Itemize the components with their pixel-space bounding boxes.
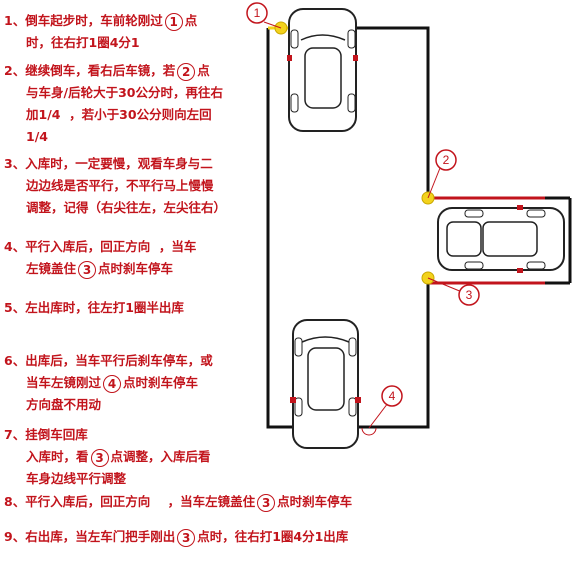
step-line: 加1/4 ，若小于30公分则向左回 xyxy=(4,104,223,126)
step-line: 5、左出库时，往左打1圈半出库 xyxy=(4,297,184,319)
step-text: 入库时，看 xyxy=(26,449,89,464)
step-line: 边边线是否平行，不平行马上慢慢 xyxy=(4,175,226,197)
marker-3-label: 3 xyxy=(466,288,473,302)
point-marker: 2 xyxy=(177,62,196,81)
step-text: 时，往右打1圈4分1 xyxy=(26,35,140,50)
step-text: 点时刹车停车 xyxy=(98,261,174,276)
step-text: 车身边线平行调整 xyxy=(26,471,127,486)
step-text: 入库时，一定要慢，观看车身与二 xyxy=(25,156,213,171)
step-line: 时，往右打1圈4分1 xyxy=(4,32,197,54)
step-text: 继续倒车，看右后车镜，若 xyxy=(25,63,176,78)
step-text: 点时刹车停车 xyxy=(277,494,353,509)
step-text: 调整，记得（右尖往左，左尖往右） xyxy=(26,200,227,215)
step-line: 车身边线平行调整 xyxy=(4,468,211,490)
marker-4: 4 xyxy=(361,385,403,436)
step-number: 6、 xyxy=(4,353,26,368)
step-text: 1/4 xyxy=(26,129,48,144)
step-number: 9、 xyxy=(4,529,26,544)
point-marker: 4 xyxy=(103,374,122,393)
step-text: 点 xyxy=(197,63,210,78)
step-line: 1/4 xyxy=(4,126,223,148)
step-5: 5、左出库时，往左打1圈半出库 xyxy=(4,297,184,319)
step-text: 点 xyxy=(184,13,198,28)
step-number: 7、 xyxy=(4,427,26,442)
point-marker: 3 xyxy=(257,493,276,512)
step-text: 加1/4 xyxy=(26,107,61,122)
step-text: 出库后，当车平行后刹车停车，或 xyxy=(25,353,213,368)
marker-2-label: 2 xyxy=(443,153,450,167)
step-number: 8、 xyxy=(4,494,26,509)
point-marker: 3 xyxy=(78,260,97,279)
step-text: 左出库时，往左打1圈半出库 xyxy=(25,300,184,315)
point-marker: 3 xyxy=(177,528,196,547)
step-text: 与车身/后轮大于30公分时，再往右 xyxy=(26,85,223,100)
step-line: 6、出库后，当车平行后刹车停车，或 xyxy=(4,350,213,372)
step-3: 3、入库时，一定要慢，观看车身与二边边线是否平行，不平行马上慢慢调整，记得（右尖… xyxy=(4,153,226,219)
step-text: 左镜盖住 xyxy=(26,261,77,276)
step-text: 点时刹车停车 xyxy=(123,375,199,390)
step-line: 方向盘不用动 xyxy=(4,394,213,416)
step-text: 当车左镜刚过 xyxy=(26,375,102,390)
step-line: 3、入库时，一定要慢，观看车身与二 xyxy=(4,153,226,175)
point-marker: 1 xyxy=(164,12,183,31)
marker-1-label: 1 xyxy=(254,6,261,20)
marker-4-label: 4 xyxy=(389,389,396,403)
marker-2: 2 xyxy=(427,149,457,199)
step-number: 5、 xyxy=(4,300,26,315)
car-top xyxy=(287,8,358,132)
step-number: 1、 xyxy=(4,13,26,28)
step-line: 与车身/后轮大于30公分时，再往右 xyxy=(4,82,223,104)
step-number: 3、 xyxy=(4,156,26,171)
marker-1: 1 xyxy=(246,2,282,29)
step-number: 2、 xyxy=(4,63,26,78)
point-marker: 3 xyxy=(90,448,109,467)
step-text: 边边线是否平行，不平行马上慢慢 xyxy=(26,178,214,193)
step-text: 方向盘不用动 xyxy=(26,397,102,412)
step-text: 倒车起步时，车前轮刚过 xyxy=(25,13,163,28)
garage-back-line-black xyxy=(545,196,570,285)
step-text: 平行入库后，回正方向 xyxy=(25,239,151,254)
step-text: 右出库，当左车门把手刚出 xyxy=(25,529,176,544)
step-number: 4、 xyxy=(4,239,26,254)
step-line: 调整，记得（右尖往左，左尖往右） xyxy=(4,197,226,219)
step-text: 挂倒车回库 xyxy=(25,427,88,442)
step-text: 平行入库后，回正方向 xyxy=(25,494,151,509)
step-text: 点时，往右打1圈4分1出库 xyxy=(197,529,349,544)
marker-3: 3 xyxy=(427,277,480,306)
car-bottom xyxy=(290,319,361,449)
step-text: ，当车左镜盖住 xyxy=(150,494,256,509)
car-garage xyxy=(437,205,565,273)
step-text: ，若小于30公分则向左回 xyxy=(60,107,212,122)
step-text: 点调整，入库后看 xyxy=(110,449,211,464)
step-line: 4、平行入库后，回正方向 ，当车 xyxy=(4,236,196,258)
step-line: 7、挂倒车回库 xyxy=(4,424,211,446)
step-text: ，当车 xyxy=(150,239,197,254)
